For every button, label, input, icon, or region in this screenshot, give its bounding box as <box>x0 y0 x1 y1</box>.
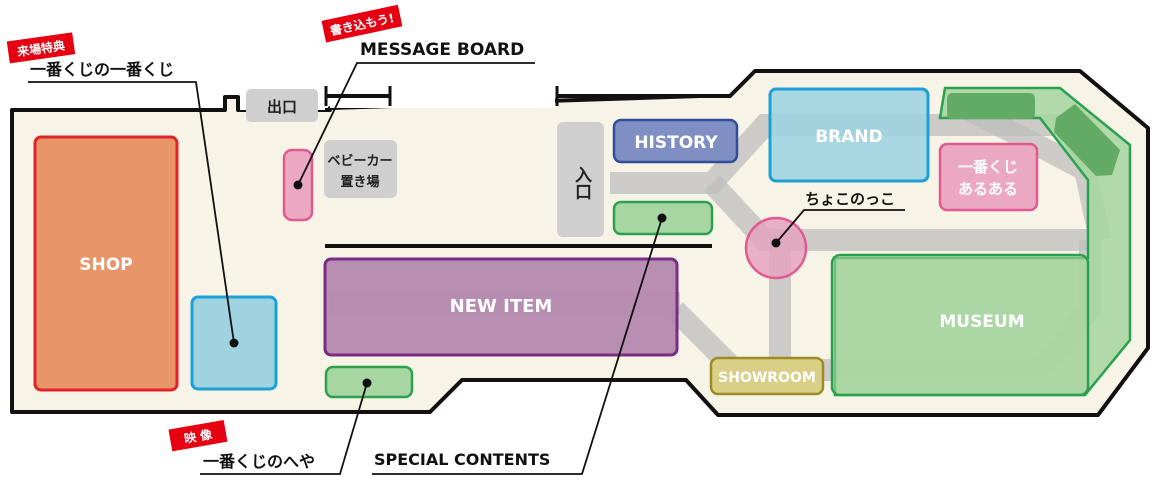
entrance-label: 入口 <box>571 166 592 200</box>
tag-raijo-tokuten: 来場特典 <box>6 32 76 64</box>
callout-ichiban-kuji-no-heya: 一番くじのへや <box>203 452 315 471</box>
callout-dot-message <box>293 180 303 190</box>
callout-dot-chokonokko <box>771 238 781 248</box>
callout-dot-kuji <box>229 338 239 348</box>
exit-label: 出口 <box>267 98 297 116</box>
museum-strip-right <box>1054 104 1120 176</box>
exit-box[interactable] <box>246 89 318 122</box>
chokonokko-spot[interactable] <box>744 216 808 280</box>
stroller-label-line2: 置き場 <box>340 174 379 190</box>
aruaru-label-line2: あるある <box>958 180 1018 198</box>
shop-label: SHOP <box>79 255 132 275</box>
new-item-label: NEW ITEM <box>450 296 553 317</box>
showroom-area[interactable] <box>709 356 825 396</box>
tag-eizo-text: 映 像 <box>183 426 214 446</box>
new-item-area[interactable] <box>323 257 679 357</box>
callout-chokonokko: ちょこのっこ <box>805 190 895 208</box>
history-label: HISTORY <box>634 133 718 153</box>
museum-area[interactable] <box>830 253 1090 397</box>
museum-label: MUSEUM <box>939 312 1024 332</box>
history-area[interactable] <box>612 118 739 164</box>
callout-special-contents: SPECIAL CONTENTS <box>374 450 550 469</box>
callout-leaders <box>28 62 905 475</box>
aruaru-label-line1: 一番くじ <box>958 158 1018 176</box>
brand-label: BRAND <box>815 127 883 147</box>
museum-strip-top <box>947 93 1035 119</box>
callout-dot-special <box>657 213 667 223</box>
callout-dot-video <box>362 378 372 388</box>
entrance-box[interactable] <box>557 122 604 237</box>
brand-area[interactable] <box>768 87 930 183</box>
callout-message-board: MESSAGE BOARD <box>360 40 524 60</box>
showroom-label: SHOWROOM <box>718 370 816 386</box>
aruaru-area[interactable] <box>938 142 1039 212</box>
tag-raijo-tokuten-text: 来場特典 <box>15 38 66 60</box>
tag-kakikomou: 書き込もう! <box>321 4 403 43</box>
stroller-label-line1: ベビーカー <box>327 153 392 169</box>
shop-area[interactable] <box>33 135 179 392</box>
tag-eizo: 映 像 <box>168 419 228 452</box>
stroller-parking <box>324 140 397 198</box>
callout-ichiban-kuji-no-ichiban-kuji: 一番くじの一番くじ <box>30 60 174 79</box>
